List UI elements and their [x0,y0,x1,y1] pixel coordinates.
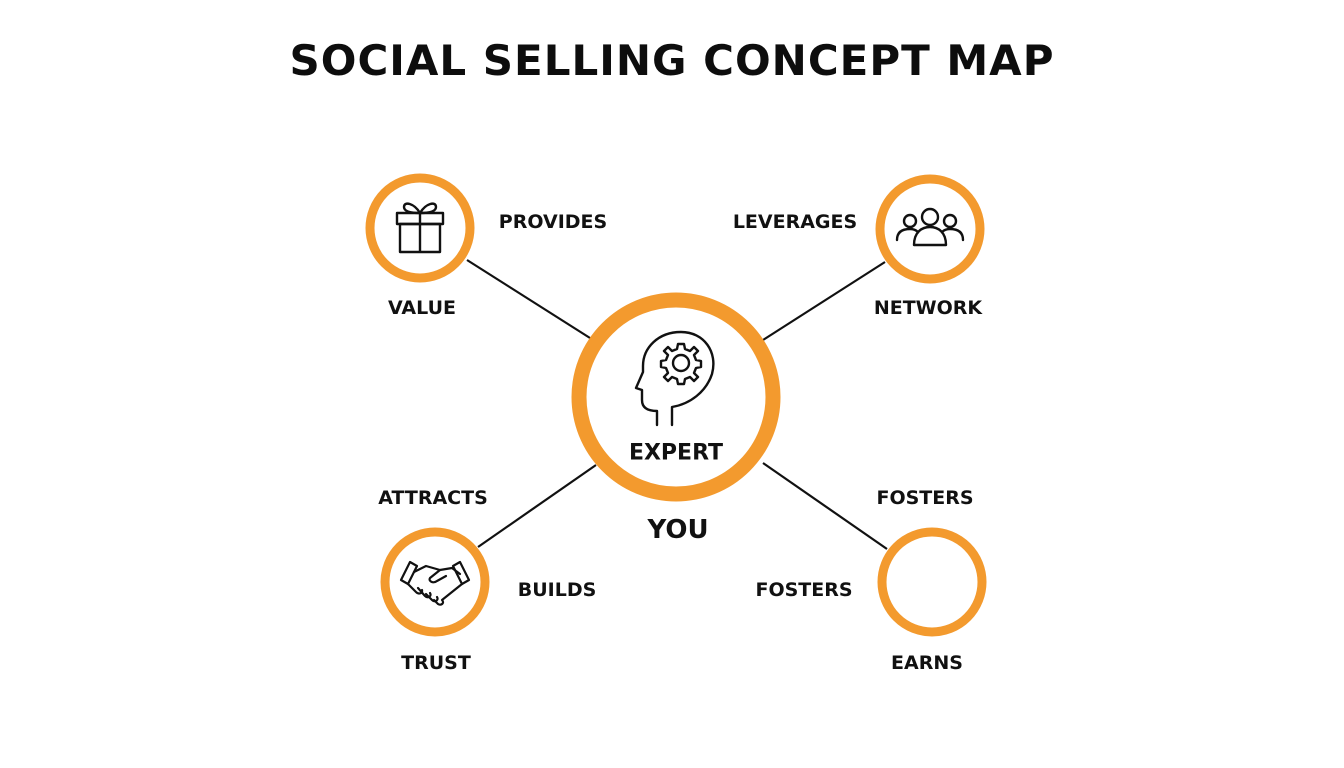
people-group-icon [895,207,965,247]
relation-leverages: LEVERAGES [732,211,858,233]
node-label-value: VALUE [388,297,456,319]
relation-fosters-secondary: FOSTERS [755,579,853,601]
node-label-network: NETWORK [873,297,983,319]
network-node[interactable] [875,174,985,284]
connector-earns [762,462,888,550]
relation-builds: BUILDS [517,579,597,601]
center-label: EXPERT [628,440,724,466]
page-title: SOCIAL SELLING CONCEPT MAP [289,36,1055,85]
node-label-trust: TRUST [401,652,471,674]
connector-value [466,259,591,339]
center-caption: YOU [647,515,709,545]
relation-provides: PROVIDES [498,211,608,233]
connector-network [762,261,886,341]
gift-icon [395,202,445,254]
handshake-icon [399,560,471,606]
head-gear-icon [634,330,715,427]
earns-node[interactable] [877,527,987,637]
relation-attracts: ATTRACTS [378,487,488,509]
relation-fosters: FOSTERS [876,487,974,509]
node-label-earns: EARNS [891,652,963,674]
center-node[interactable] [571,292,781,502]
connector-trust [477,464,597,548]
